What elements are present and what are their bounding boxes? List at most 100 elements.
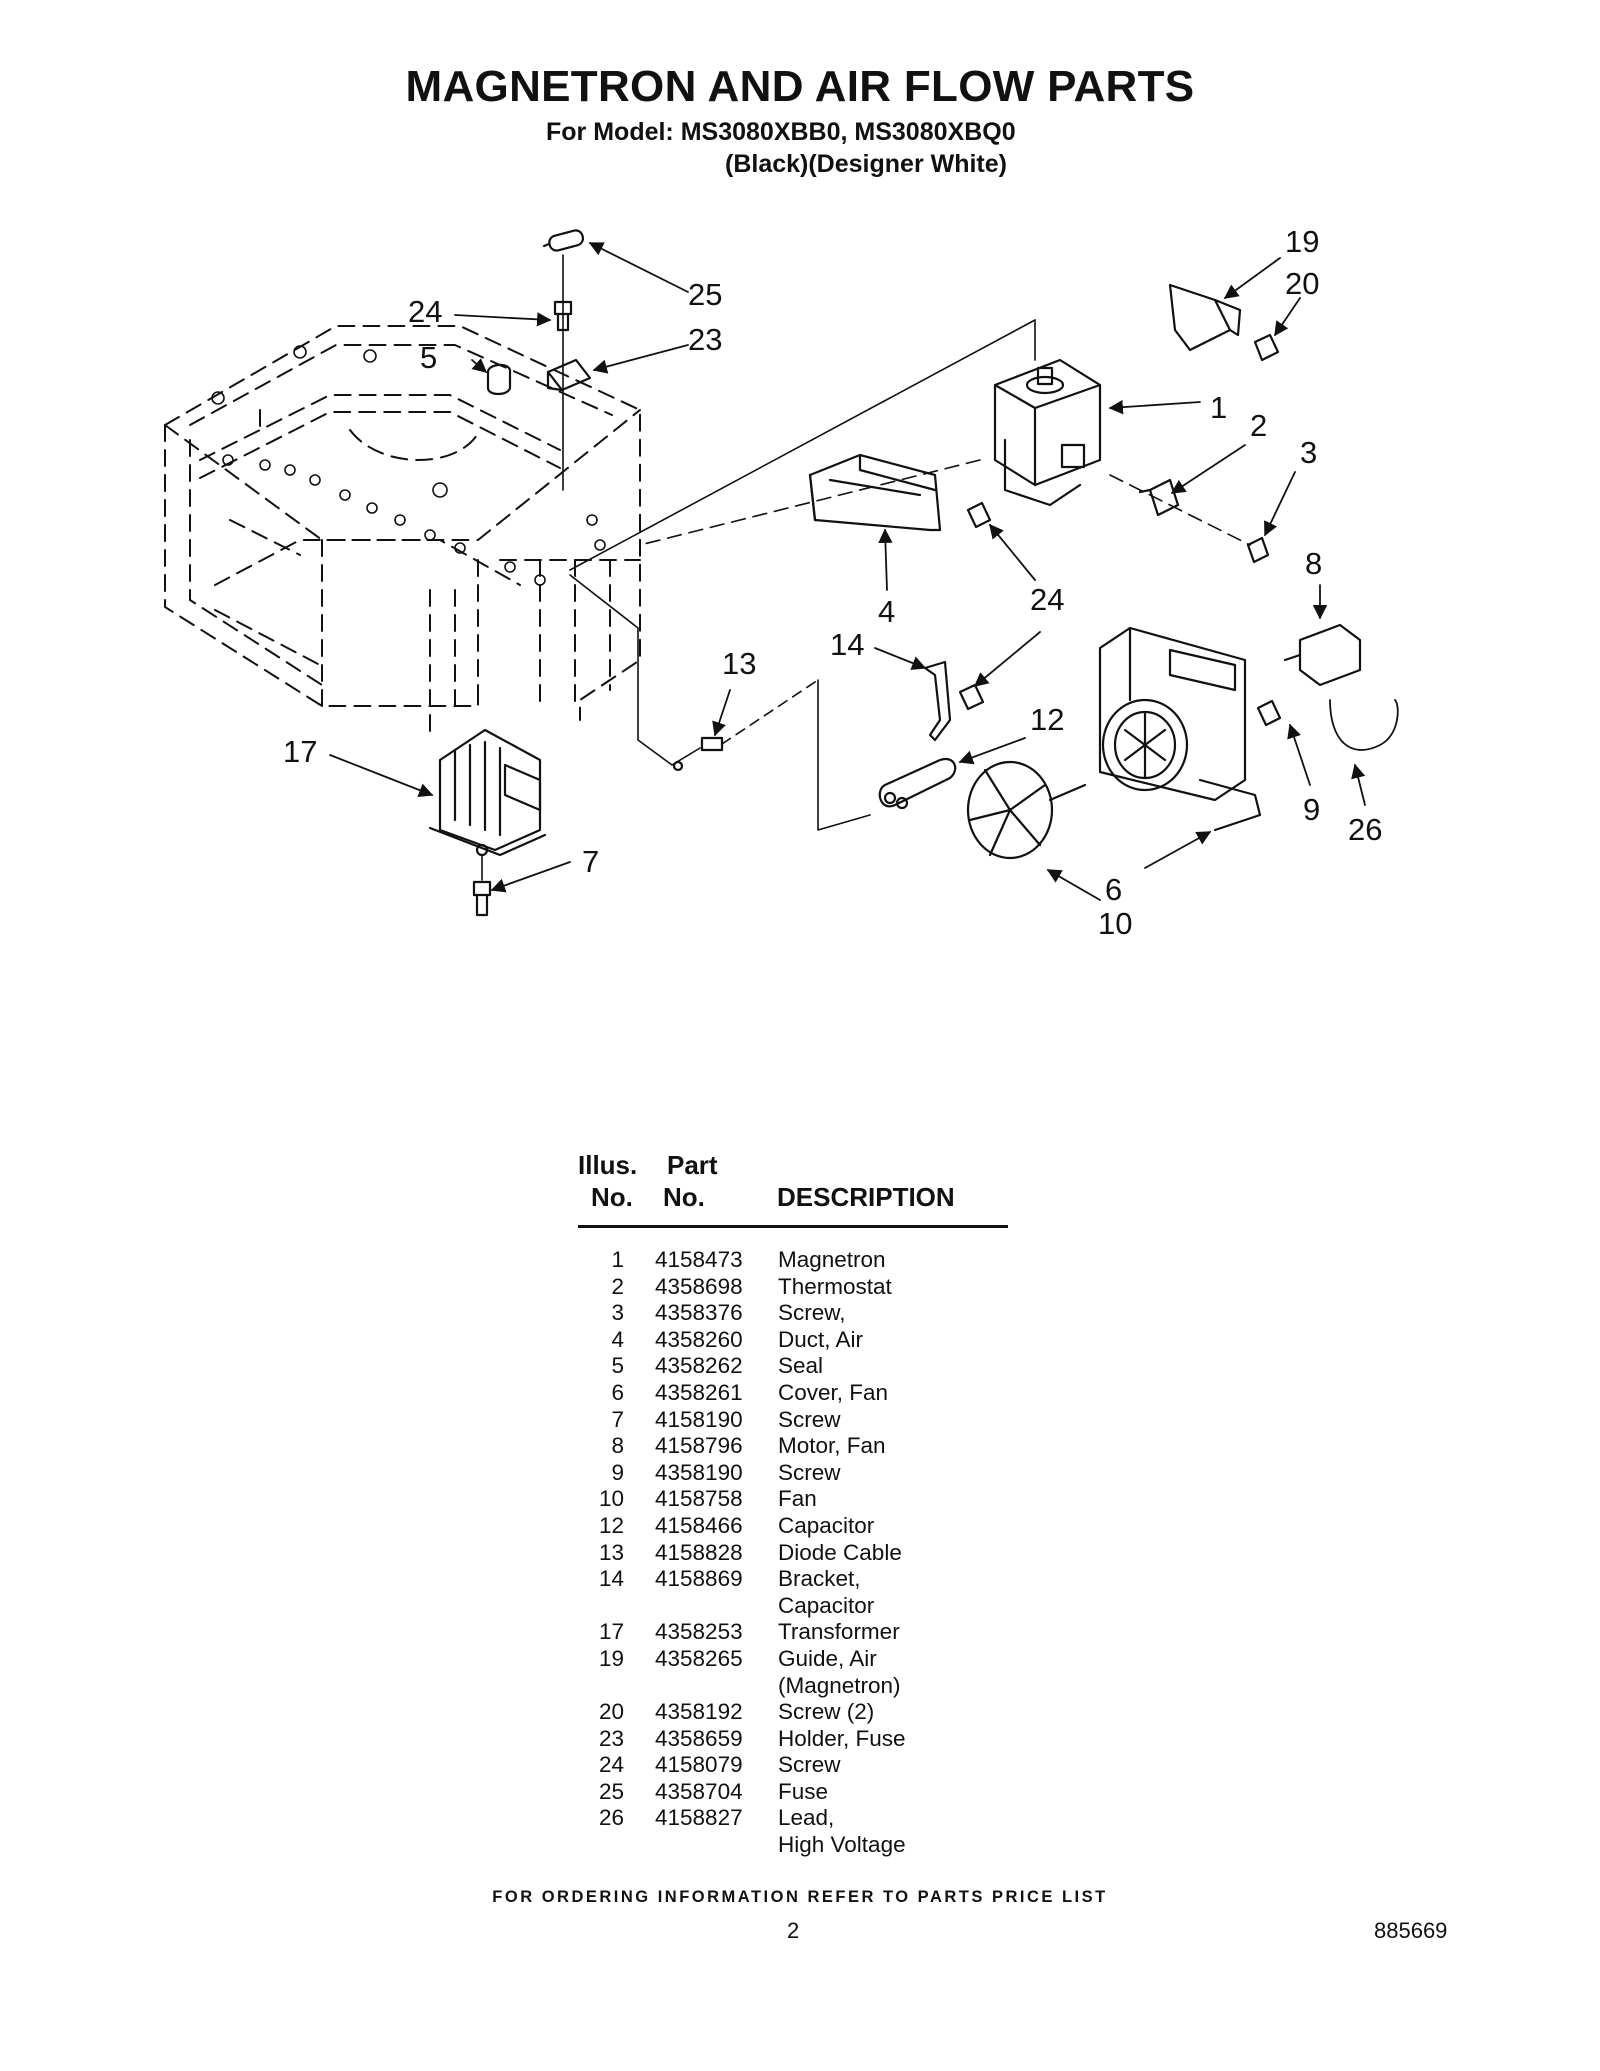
part-number: 4158079 bbox=[655, 1752, 743, 1778]
part-number: 4358261 bbox=[655, 1379, 743, 1405]
part-description: Holder, Fuse bbox=[778, 1725, 906, 1751]
part-description: Guide, Air bbox=[778, 1645, 877, 1671]
part-description: (Magnetron) bbox=[778, 1672, 901, 1698]
callout-13: 13 bbox=[722, 646, 756, 681]
part-description: Screw, bbox=[778, 1300, 846, 1326]
part-description: Lead, bbox=[778, 1805, 835, 1831]
header-part-bottom: No. bbox=[663, 1182, 705, 1212]
illus-number: 1 bbox=[611, 1247, 624, 1272]
fuse-holder-part bbox=[546, 358, 592, 392]
callout-20: 20 bbox=[1285, 266, 1319, 301]
table-row: 13 4158828 Diode Cable bbox=[578, 1540, 1008, 1567]
table-row-continuation: High Voltage bbox=[578, 1832, 1008, 1859]
callout-10: 10 bbox=[1098, 906, 1132, 941]
illus-number: 20 bbox=[598, 1699, 624, 1725]
header-illus-bottom: No. bbox=[591, 1182, 633, 1212]
part-description: Transformer bbox=[778, 1619, 900, 1645]
table-row-continuation: Capacitor bbox=[578, 1593, 1008, 1620]
screw-part bbox=[553, 300, 573, 332]
part-number: 4358253 bbox=[655, 1619, 743, 1645]
part-description: Screw (2) bbox=[778, 1699, 875, 1725]
page-number: 2 bbox=[787, 1918, 800, 1943]
header-description: DESCRIPTION bbox=[777, 1182, 955, 1212]
document-number: 885669 bbox=[1374, 1918, 1448, 1943]
illus-number: 3 bbox=[611, 1300, 624, 1326]
exploded-parts-diagram: 1 2 3 4 5 6 7 8 9 10 12 13 14 17 19 20 2… bbox=[164, 224, 1399, 941]
illus-number: 19 bbox=[598, 1645, 624, 1671]
screw-part bbox=[472, 880, 492, 917]
screw-part bbox=[1253, 333, 1280, 362]
part-description: Diode Cable bbox=[778, 1539, 902, 1565]
part-number: 4358190 bbox=[655, 1459, 743, 1485]
transformer-part bbox=[428, 728, 547, 881]
model-line: For Model: MS3080XBB0, MS3080XBQ0 bbox=[546, 118, 1016, 146]
illus-number: 4 bbox=[611, 1326, 624, 1352]
part-description: Fuse bbox=[778, 1778, 829, 1804]
illus-number: 13 bbox=[598, 1539, 624, 1565]
illus-number: 8 bbox=[611, 1433, 624, 1459]
header-rule bbox=[578, 1225, 1008, 1228]
part-description: Bracket, bbox=[778, 1566, 861, 1592]
part-number: 4358698 bbox=[655, 1273, 743, 1299]
cabinet-fasteners bbox=[211, 345, 606, 586]
ordering-note: FOR ORDERING INFORMATION REFER TO PARTS … bbox=[492, 1888, 1108, 1906]
fan-blade-part bbox=[966, 760, 1087, 860]
part-description: Cover, Fan bbox=[778, 1379, 889, 1405]
seal-part bbox=[486, 363, 512, 396]
part-description: Thermostat bbox=[778, 1273, 892, 1299]
part-description: Fan bbox=[778, 1486, 817, 1512]
callout-14: 14 bbox=[830, 627, 864, 662]
header-part-top: Part bbox=[667, 1150, 718, 1180]
callout-leaders bbox=[329, 242, 1366, 901]
part-description: Capacitor bbox=[778, 1592, 875, 1618]
part-number: 4158473 bbox=[655, 1247, 743, 1272]
part-number: 4358265 bbox=[655, 1645, 743, 1671]
part-number: 4158828 bbox=[655, 1539, 743, 1565]
fan-motor-part bbox=[1283, 623, 1362, 687]
air-guide-part bbox=[1168, 283, 1242, 352]
screw-part bbox=[966, 501, 992, 529]
callout-7: 7 bbox=[582, 844, 599, 879]
variant-line: (Black)(Designer White) bbox=[725, 150, 1007, 178]
callout-17: 17 bbox=[283, 734, 317, 769]
illus-number: 10 bbox=[598, 1486, 624, 1512]
parts-rows: 1 4158473 Magnetron 2 4358698 Thermostat 3 4358… bbox=[578, 1247, 1008, 1859]
callout-24-top: 24 bbox=[408, 294, 442, 329]
callout-8: 8 bbox=[1305, 546, 1322, 581]
diode-cable-part bbox=[569, 574, 871, 831]
callout-24-middle: 24 bbox=[1030, 582, 1064, 617]
illus-number: 6 bbox=[611, 1379, 624, 1405]
screw-part bbox=[958, 683, 985, 711]
fan-cover-part bbox=[1098, 626, 1262, 832]
part-description: Motor, Fan bbox=[778, 1433, 886, 1459]
part-description: High Voltage bbox=[778, 1832, 906, 1858]
callout-6: 6 bbox=[1105, 872, 1122, 907]
part-number: 4358704 bbox=[655, 1778, 743, 1804]
lead-wire bbox=[1329, 699, 1399, 751]
screw-part bbox=[1246, 536, 1270, 564]
callout-1: 1 bbox=[1210, 390, 1227, 425]
part-description: Screw bbox=[778, 1752, 841, 1778]
illus-number: 23 bbox=[598, 1725, 624, 1751]
illus-number: 14 bbox=[598, 1566, 624, 1592]
part-number: 4158190 bbox=[655, 1406, 743, 1432]
part-description: Screw bbox=[778, 1406, 841, 1432]
table-row: 1 4158473 Magnetron bbox=[578, 1247, 1008, 1274]
part-description: Magnetron bbox=[778, 1247, 886, 1272]
illus-number: 9 bbox=[611, 1459, 624, 1485]
capacitor-bracket-part bbox=[923, 660, 952, 742]
illus-number: 2 bbox=[611, 1273, 624, 1299]
